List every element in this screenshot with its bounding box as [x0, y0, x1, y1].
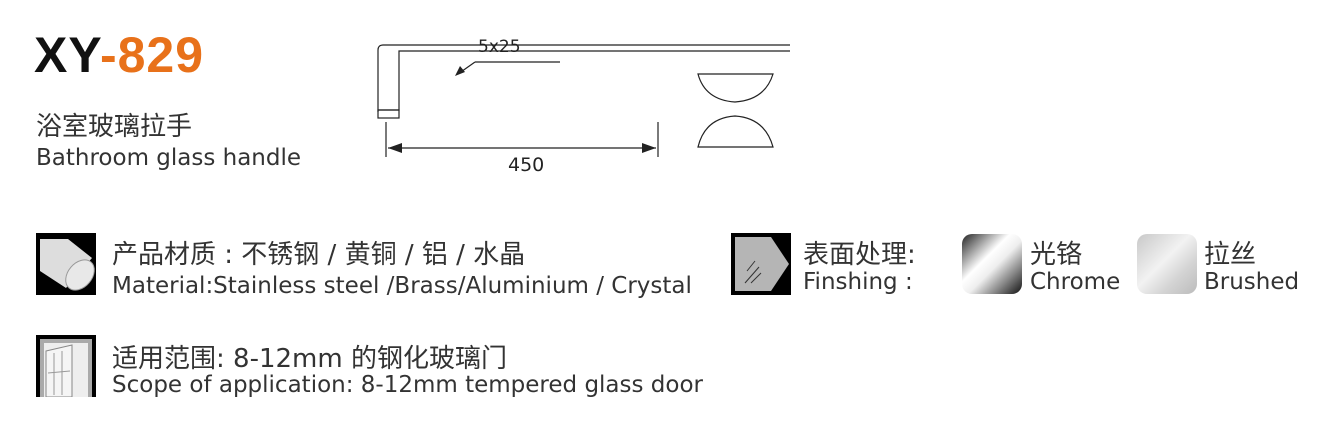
scope-label-zh: 适用范围: 8-12mm 的钢化玻璃门 [112, 344, 507, 374]
material-label-en: Material:Stainless steel /Brass/Aluminiu… [112, 273, 692, 299]
code-suffix: -829 [99, 27, 205, 83]
length-label: 450 [508, 154, 544, 176]
finish-chrome-en: Chrome [1030, 269, 1121, 295]
chrome-swatch [962, 234, 1022, 294]
finish-brushed-zh: 拉丝 [1204, 240, 1257, 270]
finish-brushed-en: Brushed [1204, 269, 1300, 295]
product-name-en: Bathroom glass handle [36, 145, 302, 171]
finishing-label-zh: 表面处理: [803, 240, 916, 270]
material-label-zh: 产品材质 : 不锈钢 / 黄铜 / 铝 / 水晶 [112, 240, 526, 270]
brushed-swatch [1137, 234, 1197, 294]
section-label: 5x25 [478, 37, 521, 57]
finishing-label-en: Finshing : [803, 269, 913, 295]
glass-pane-icon [731, 233, 791, 295]
scope-label-en: Scope of application: 8-12mm tempered gl… [112, 372, 704, 398]
finish-chrome-zh: 光铬 [1030, 240, 1083, 270]
material-cylinder-icon [36, 233, 96, 295]
door-icon [36, 335, 96, 398]
product-code: XY-829 [34, 26, 204, 84]
technical-drawing: 5x25 450 [377, 37, 790, 176]
product-name-zh: 浴室玻璃拉手 [36, 112, 193, 142]
code-prefix: XY [34, 27, 100, 83]
